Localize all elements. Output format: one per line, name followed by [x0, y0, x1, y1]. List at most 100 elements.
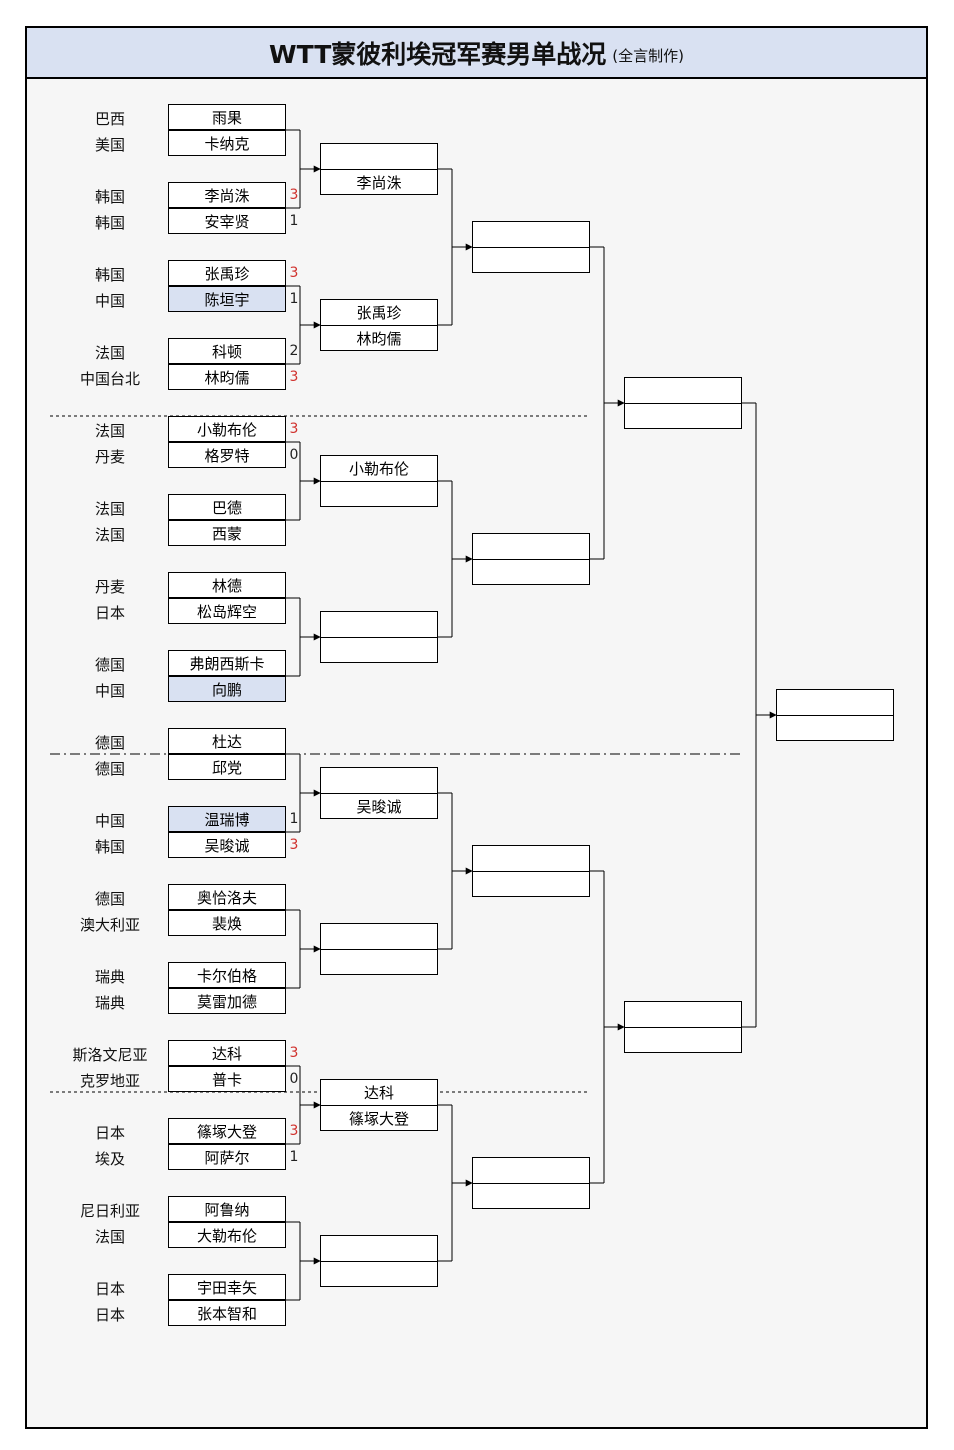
player-cell: 普卡: [168, 1066, 286, 1092]
bracket-slot: 吴晙诚: [356, 798, 402, 816]
bracket-slot: 张禹珍: [356, 304, 402, 322]
player-cell: 宇田幸矢: [168, 1274, 286, 1300]
slot-divider: [321, 793, 437, 794]
player-cell: 裴焕: [168, 910, 286, 936]
player-nation: 韩国: [94, 838, 125, 856]
bracket-slot: [321, 144, 437, 169]
player-nation: 丹麦: [94, 448, 125, 466]
player-cell: 吴晙诚: [168, 832, 286, 858]
player-nation: 法国: [94, 422, 125, 440]
player-cell: 雨果: [168, 104, 286, 130]
slot-divider: [625, 403, 741, 404]
player-cell: 林昀儒: [168, 364, 286, 390]
match-score: 0: [289, 447, 299, 463]
player-cell: 陈垣宇: [168, 286, 286, 312]
match-score: 1: [289, 1149, 299, 1165]
match-score: 3: [289, 1123, 299, 1139]
bracket-slot: [473, 534, 589, 559]
quarterfinal-box: [472, 533, 590, 585]
bracket-slot: [473, 1184, 589, 1209]
slot-divider: [625, 1027, 741, 1028]
player-cell: 邱党: [168, 754, 286, 780]
page-title: WTT蒙彼利埃冠军赛男单战况: [269, 39, 607, 69]
semifinal-box: [624, 1001, 742, 1053]
round2-box: 李尚洙: [320, 143, 438, 195]
page-subtitle: (全言制作): [612, 47, 684, 65]
player-cell: 小勒布伦: [168, 416, 286, 442]
match-score: 3: [289, 837, 299, 853]
final-box: [776, 689, 894, 741]
quarterfinal-box: [472, 845, 590, 897]
bracket-slot: [321, 1262, 437, 1287]
bracket-slot: 达科: [363, 1084, 394, 1102]
player-nation: 克罗地亚: [79, 1072, 140, 1090]
player-cell: 杜达: [168, 728, 286, 754]
bracket-slot: [473, 1158, 589, 1183]
player-nation: 埃及: [94, 1150, 125, 1168]
player-nation: 瑞典: [94, 968, 125, 986]
round2-box: 吴晙诚: [320, 767, 438, 819]
player-nation: 德国: [94, 760, 125, 778]
slot-divider: [473, 559, 589, 560]
bracket-slot: 篠塚大登: [348, 1110, 409, 1128]
slot-divider: [321, 325, 437, 326]
bracket-slot: [625, 1028, 741, 1053]
player-nation: 韩国: [94, 266, 125, 284]
round2-box: [320, 1235, 438, 1287]
match-score: 3: [289, 187, 299, 203]
slot-divider: [473, 871, 589, 872]
player-nation: 德国: [94, 656, 125, 674]
player-nation: 日本: [94, 604, 125, 622]
player-nation: 法国: [94, 1228, 125, 1246]
slot-divider: [321, 481, 437, 482]
slot-divider: [473, 1183, 589, 1184]
match-score: 1: [289, 291, 299, 307]
player-cell: 弗朗西斯卡: [168, 650, 286, 676]
player-cell: 卡纳克: [168, 130, 286, 156]
player-nation: 瑞典: [94, 994, 125, 1012]
player-cell: 向鹏: [168, 676, 286, 702]
player-cell: 西蒙: [168, 520, 286, 546]
bracket-slot: [473, 248, 589, 273]
player-nation: 法国: [94, 526, 125, 544]
player-cell: 阿鲁纳: [168, 1196, 286, 1222]
player-nation: 中国: [94, 812, 125, 830]
bracket-slot: [473, 222, 589, 247]
slot-divider: [777, 715, 893, 716]
player-cell: 李尚洙: [168, 182, 286, 208]
bracket-slot: [321, 950, 437, 975]
round2-box: [320, 923, 438, 975]
player-nation: 尼日利亚: [79, 1202, 140, 1220]
player-nation: 斯洛文尼亚: [72, 1046, 148, 1064]
player-nation: 中国: [94, 682, 125, 700]
player-nation: 日本: [94, 1124, 125, 1142]
player-cell: 科顿: [168, 338, 286, 364]
player-cell: 松岛辉空: [168, 598, 286, 624]
match-score: 3: [289, 265, 299, 281]
player-cell: 大勒布伦: [168, 1222, 286, 1248]
bracket-slot: [777, 716, 893, 741]
match-score: 3: [289, 369, 299, 385]
player-cell: 奥恰洛夫: [168, 884, 286, 910]
match-score: 3: [289, 1045, 299, 1061]
round2-box: 小勒布伦: [320, 455, 438, 507]
bracket-slot: [321, 768, 437, 793]
player-nation: 澳大利亚: [79, 916, 140, 934]
player-nation: 法国: [94, 344, 125, 362]
round2-box: [320, 611, 438, 663]
player-nation: 韩国: [94, 214, 125, 232]
round2-box: 张禹珍林昀儒: [320, 299, 438, 351]
semifinal-box: [624, 377, 742, 429]
player-cell: 张禹珍: [168, 260, 286, 286]
player-cell: 篠塚大登: [168, 1118, 286, 1144]
bracket-slot: [625, 1002, 741, 1027]
player-nation: 法国: [94, 500, 125, 518]
match-score: 2: [289, 343, 299, 359]
header-bar: WTT蒙彼利埃冠军赛男单战况 (全言制作): [25, 26, 928, 79]
bracket-slot: [473, 846, 589, 871]
slot-divider: [321, 637, 437, 638]
player-nation: 德国: [94, 734, 125, 752]
player-nation: 美国: [94, 136, 125, 154]
player-cell: 格罗特: [168, 442, 286, 468]
